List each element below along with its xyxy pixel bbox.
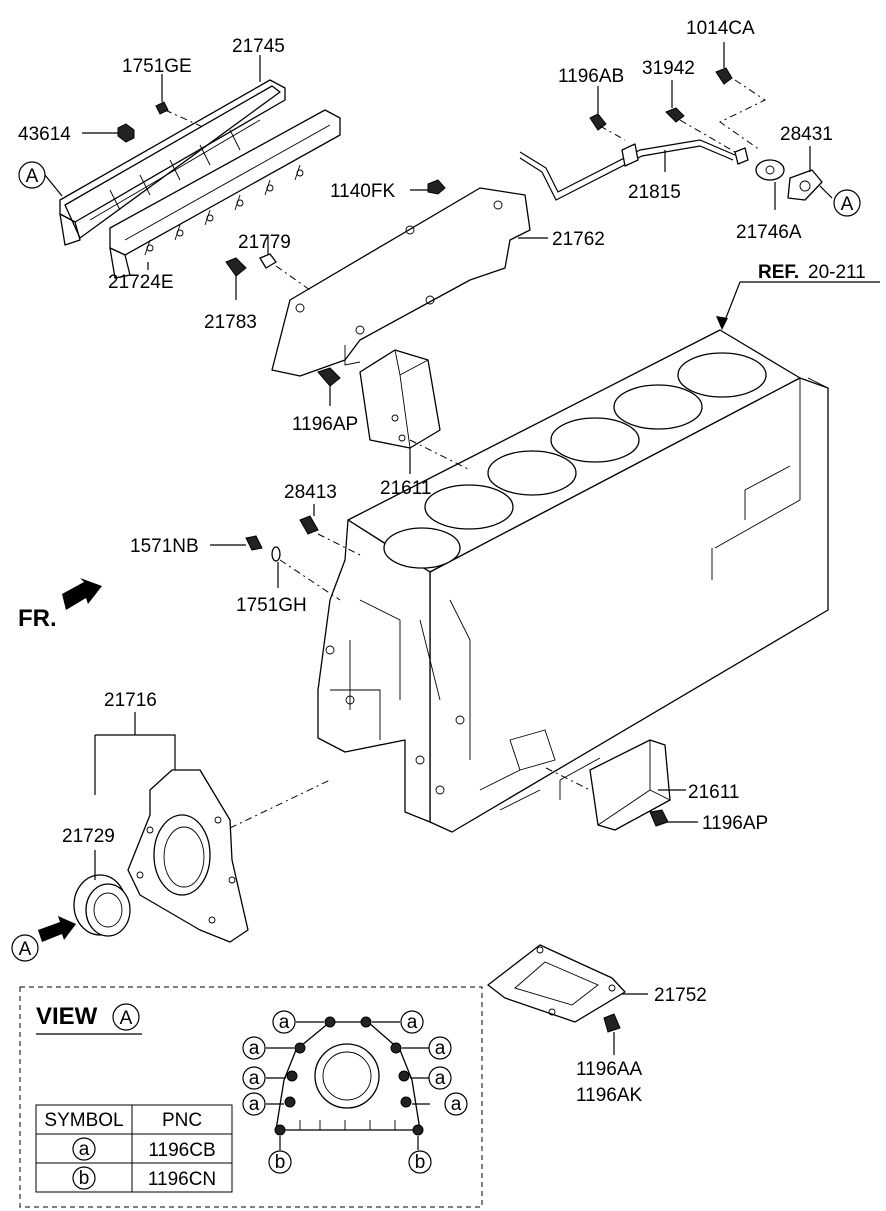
table-header-pnc: PNC bbox=[162, 1110, 202, 1131]
view-a-callouts: a a a a a a a a b b bbox=[242, 1010, 468, 1174]
bracket-21611-bottom bbox=[589, 739, 671, 831]
seal-housing-21716 bbox=[127, 769, 249, 943]
label-1751GH: 1751GH bbox=[236, 595, 307, 616]
bolt-31942 bbox=[665, 107, 685, 123]
washer-1751GH bbox=[271, 546, 281, 562]
table-row-symbol: a bbox=[79, 1139, 90, 1160]
gasket-21745 bbox=[59, 79, 286, 246]
svg-text:A: A bbox=[26, 166, 39, 187]
svg-text:a: a bbox=[249, 1068, 260, 1089]
label-ref-number: 20-211 bbox=[808, 262, 866, 283]
table-row-pnc: 1196CN bbox=[148, 1169, 216, 1190]
svg-text:b: b bbox=[275, 1152, 286, 1173]
front-arrow-icon bbox=[62, 578, 102, 610]
label-21724E: 21724E bbox=[108, 272, 174, 293]
label-21746A: 21746A bbox=[736, 222, 802, 243]
table-row-symbol: b bbox=[79, 1168, 90, 1189]
label-21611-top: 21611 bbox=[380, 478, 431, 499]
view-a-panel: VIEW A SYMBOL PNC a 1196CB b 1196CN bbox=[19, 986, 483, 1208]
label-21783: 21783 bbox=[204, 312, 257, 333]
bolt-1196AA bbox=[603, 1013, 621, 1033]
svg-text:b: b bbox=[415, 1152, 426, 1173]
tube-21815 bbox=[519, 139, 785, 201]
label-1196AP-bottom: 1196AP bbox=[702, 813, 768, 834]
label-1196AA: 1196AA bbox=[576, 1059, 643, 1080]
svg-text:a: a bbox=[435, 1038, 446, 1059]
svg-text:a: a bbox=[435, 1068, 446, 1089]
view-title: VIEW bbox=[36, 1003, 98, 1030]
callout-A-view-arrow: A bbox=[11, 934, 39, 962]
label-21716: 21716 bbox=[104, 690, 157, 711]
label-1751GE: 1751GE bbox=[122, 56, 192, 77]
label-28413: 28413 bbox=[284, 482, 337, 503]
bolt-21783 bbox=[225, 257, 247, 277]
table-header-symbol: SYMBOL bbox=[44, 1110, 123, 1131]
label-21779: 21779 bbox=[238, 232, 291, 253]
bolt-1196AP-top bbox=[317, 367, 341, 387]
view-a-housing bbox=[266, 1016, 430, 1150]
engine-block bbox=[317, 329, 829, 833]
label-21729: 21729 bbox=[62, 826, 115, 847]
bolt-1751GE bbox=[155, 101, 169, 115]
label-21752: 21752 bbox=[654, 985, 707, 1006]
label-31942: 31942 bbox=[642, 58, 695, 79]
label-28431: 28431 bbox=[780, 124, 833, 145]
svg-text:a: a bbox=[451, 1094, 462, 1115]
callout-A-tube: A bbox=[833, 189, 861, 217]
part-labels: 21745 1751GE 43614 21724E 1140FK 21779 2… bbox=[18, 18, 866, 1106]
leader-lines bbox=[44, 42, 833, 1055]
label-21611-bottom: 21611 bbox=[688, 782, 739, 803]
bolt-1571NB bbox=[245, 535, 263, 551]
bolt-21779 bbox=[259, 253, 277, 269]
label-21745: 21745 bbox=[232, 36, 285, 57]
label-ref: REF. bbox=[758, 262, 799, 283]
gasket-28431 bbox=[787, 169, 823, 201]
bolt-43614 bbox=[117, 123, 135, 143]
svg-text:a: a bbox=[249, 1038, 260, 1059]
label-1196AB: 1196AB bbox=[558, 66, 624, 87]
bolt-1140FK bbox=[427, 179, 446, 195]
svg-text:A: A bbox=[19, 939, 32, 960]
bolt-1014CA bbox=[715, 67, 733, 85]
callout-A-gasket: A bbox=[18, 161, 46, 189]
label-front: FR. bbox=[18, 605, 57, 632]
svg-text:a: a bbox=[407, 1012, 418, 1033]
bolt-28413 bbox=[299, 515, 319, 535]
svg-text:a: a bbox=[279, 1012, 290, 1033]
label-21815: 21815 bbox=[628, 182, 681, 203]
bolt-1196AB bbox=[589, 113, 607, 131]
view-title-callout: A bbox=[120, 1008, 133, 1029]
cover-21762 bbox=[271, 187, 531, 377]
gasket-21724E bbox=[109, 109, 341, 279]
svg-text:a: a bbox=[249, 1094, 260, 1115]
label-1014CA: 1014CA bbox=[686, 18, 755, 39]
legend-table: SYMBOL PNC a 1196CB b 1196CN bbox=[35, 1104, 233, 1193]
bolt-1196AP-bottom bbox=[649, 809, 669, 827]
svg-text:A: A bbox=[841, 194, 854, 215]
label-1571NB: 1571NB bbox=[130, 536, 199, 557]
label-1140FK: 1140FK bbox=[330, 181, 395, 202]
table-row-pnc: 1196CB bbox=[148, 1140, 215, 1161]
bracket-21611-top bbox=[359, 349, 441, 449]
label-1196AK: 1196AK bbox=[576, 1085, 643, 1106]
oil-seal-21729 bbox=[73, 874, 131, 937]
label-21762: 21762 bbox=[552, 229, 605, 250]
label-43614: 43614 bbox=[18, 124, 71, 145]
label-1196AP-top: 1196AP bbox=[292, 414, 358, 435]
view-a-arrow-icon bbox=[38, 916, 76, 942]
alignment-lines bbox=[164, 79, 767, 829]
ref-arrow bbox=[716, 281, 880, 330]
plate-21752 bbox=[487, 944, 626, 1023]
